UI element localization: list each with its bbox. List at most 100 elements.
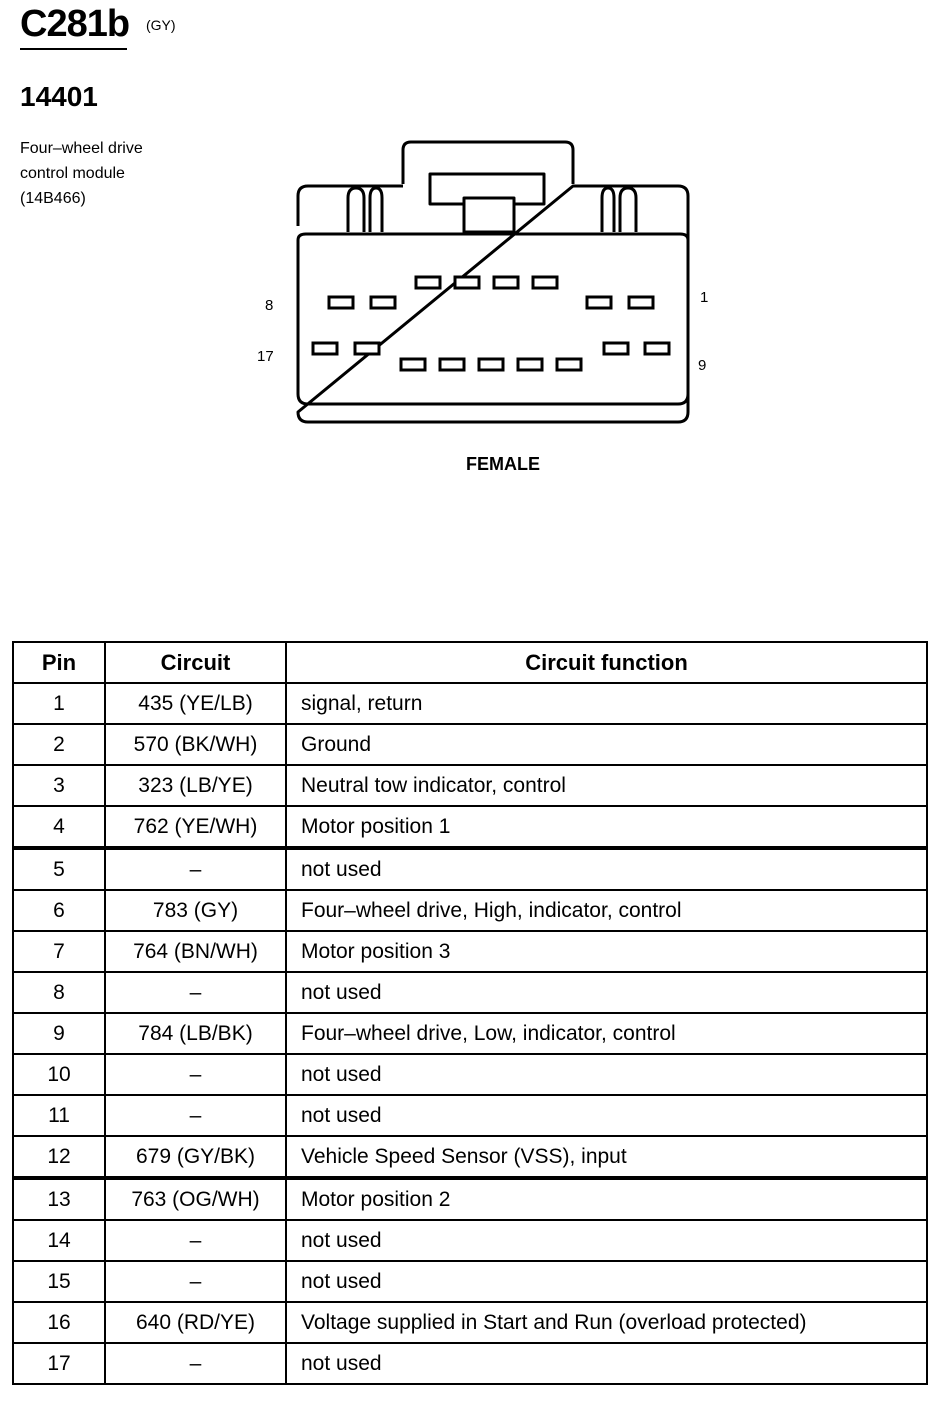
table-row: 15–not used xyxy=(12,1260,928,1303)
right-rib xyxy=(600,186,616,232)
pin-cell: 14 xyxy=(12,1219,106,1262)
connector-body xyxy=(296,184,690,424)
pin-cell: 7 xyxy=(12,930,106,973)
pin-label-9: 9 xyxy=(698,357,706,374)
right-rib xyxy=(618,186,638,232)
function-cell: Voltage supplied in Start and Run (overl… xyxy=(285,1301,928,1344)
circuit-cell: – xyxy=(104,1260,287,1303)
table-header-row: Pin Circuit Circuit function xyxy=(12,641,928,684)
circuit-cell: 763 (OG/WH) xyxy=(104,1176,287,1221)
latch-tab xyxy=(462,196,516,234)
pin-cell: 11 xyxy=(12,1094,106,1137)
description-line: (14B466) xyxy=(20,190,86,207)
function-cell: not used xyxy=(285,1053,928,1096)
pin-cell: 2 xyxy=(12,723,106,766)
function-cell: Four–wheel drive, Low, indicator, contro… xyxy=(285,1012,928,1055)
table-row: 5–not used xyxy=(12,846,928,891)
pin-cavity xyxy=(311,341,339,356)
circuit-cell: – xyxy=(104,971,287,1014)
circuit-cell: – xyxy=(104,1094,287,1137)
pin-cell: 15 xyxy=(12,1260,106,1303)
circuit-cell: 762 (YE/WH) xyxy=(104,805,287,849)
component-description: Four–wheel drive control module (14B466) xyxy=(20,136,143,211)
connector-face xyxy=(296,232,690,406)
pin-cavity xyxy=(516,357,544,372)
pin-cavity xyxy=(453,275,481,290)
function-cell: not used xyxy=(285,1219,928,1262)
part-number: 14401 xyxy=(20,81,98,112)
header-circuit-function: Circuit function xyxy=(285,641,928,684)
connector-color-code: (GY) xyxy=(146,17,176,33)
circuit-cell: 784 (LB/BK) xyxy=(104,1012,287,1055)
pin-cavity xyxy=(492,275,520,290)
pin-cavity xyxy=(399,357,427,372)
pin-cell: 16 xyxy=(12,1301,106,1344)
pin-cavity xyxy=(643,341,671,356)
header-pin: Pin xyxy=(12,641,106,684)
pin-cell: 5 xyxy=(12,846,106,891)
circuit-cell: 783 (GY) xyxy=(104,889,287,932)
function-cell: not used xyxy=(285,1094,928,1137)
circuit-cell: 435 (YE/LB) xyxy=(104,682,287,725)
circuit-cell: 640 (RD/YE) xyxy=(104,1301,287,1344)
pin-cavity xyxy=(585,295,613,310)
title-underline xyxy=(20,48,127,50)
function-cell: not used xyxy=(285,1260,928,1303)
table-row: 10–not used xyxy=(12,1053,928,1096)
function-cell: Motor position 2 xyxy=(285,1176,928,1221)
table-row: 11–not used xyxy=(12,1094,928,1137)
connector-latch xyxy=(401,140,575,184)
pin-cell: 8 xyxy=(12,971,106,1014)
circuit-cell: 679 (GY/BK) xyxy=(104,1135,287,1179)
pin-cavity xyxy=(627,295,655,310)
pin-cell: 6 xyxy=(12,889,106,932)
description-line: Four–wheel drive xyxy=(20,140,143,157)
pin-cavity xyxy=(602,341,630,356)
connector-gender: FEMALE xyxy=(466,454,540,474)
description-line: control module xyxy=(20,165,125,182)
pin-label-8: 8 xyxy=(265,297,273,314)
function-cell: Vehicle Speed Sensor (VSS), input xyxy=(285,1135,928,1179)
pin-cell: 1 xyxy=(12,682,106,725)
pin-cavity xyxy=(531,275,559,290)
pin-cell: 10 xyxy=(12,1053,106,1096)
pin-cell: 13 xyxy=(12,1176,106,1221)
function-cell: not used xyxy=(285,846,928,891)
pin-cell: 3 xyxy=(12,764,106,807)
circuit-cell: – xyxy=(104,1342,287,1385)
pin-cavity xyxy=(369,295,397,310)
pin-cavity xyxy=(555,357,583,372)
function-cell: signal, return xyxy=(285,682,928,725)
function-cell: Motor position 3 xyxy=(285,930,928,973)
connector-id: C281b xyxy=(20,3,130,45)
header-circuit: Circuit xyxy=(104,641,287,684)
circuit-cell: – xyxy=(104,1053,287,1096)
function-cell: Four–wheel drive, High, indicator, contr… xyxy=(285,889,928,932)
pin-cell: 4 xyxy=(12,805,106,849)
pin-label-1: 1 xyxy=(700,289,708,306)
circuit-cell: 764 (BN/WH) xyxy=(104,930,287,973)
function-cell: not used xyxy=(285,971,928,1014)
table-row: 17–not used xyxy=(12,1342,928,1385)
table-row: 8–not used xyxy=(12,971,928,1014)
circuit-cell: 570 (BK/WH) xyxy=(104,723,287,766)
pin-cavity xyxy=(327,295,355,310)
circuit-cell: 323 (LB/YE) xyxy=(104,764,287,807)
pin-cell: 17 xyxy=(12,1342,106,1385)
pin-cavity xyxy=(414,275,442,290)
circuit-cell: – xyxy=(104,1219,287,1262)
function-cell: Neutral tow indicator, control xyxy=(285,764,928,807)
connector-face-diagram: 8 1 17 9 FEMALE xyxy=(257,140,708,474)
circuit-cell: – xyxy=(104,846,287,891)
function-cell: Motor position 1 xyxy=(285,805,928,849)
pin-cell: 9 xyxy=(12,1012,106,1055)
function-cell: not used xyxy=(285,1342,928,1385)
